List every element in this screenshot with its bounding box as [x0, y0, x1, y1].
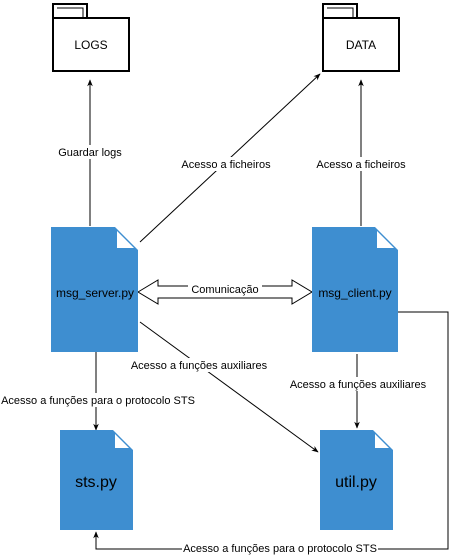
folder-label-logs: LOGS [74, 38, 107, 52]
edge-label-server-sts: Acesso a funções para o protocolo STS [1, 395, 195, 407]
folder-icon: DATA [322, 3, 400, 72]
edge-label-server-auxiliares: Acesso a funções auxiliares [131, 360, 268, 372]
folder-icon: LOGS [52, 3, 130, 72]
edge-client-data: Acesso a ficheiros [314, 79, 410, 226]
edge-label-server-ficheiros: Acesso a ficheiros [181, 159, 271, 171]
edge-server-data: Acesso a ficheiros [139, 73, 321, 243]
node-util: util.py [335, 474, 377, 491]
edge-communication: Comunicação [137, 279, 313, 305]
document-icon: util.py [320, 430, 393, 530]
edge-client-sts: Acesso a funções para o protocolo STS [93, 311, 449, 555]
node-msg-client: msg_client.py [318, 286, 391, 300]
document-icon: sts.py [60, 430, 133, 530]
node-sts: sts.py [75, 474, 117, 491]
edge-server-logs: Guardar logs [52, 79, 128, 226]
edge-label-client-ficheiros: Acesso a ficheiros [316, 159, 406, 171]
folder-label-data: DATA [346, 38, 376, 52]
edge-client-util: Acesso a funções auxiliares [287, 354, 429, 429]
edge-label-client-auxiliares: Acesso a funções auxiliares [290, 379, 427, 391]
node-msg-server: msg_server.py [56, 286, 134, 300]
edge-server-sts: Acesso a funções para o protocolo STS [1, 352, 195, 431]
document-icon: msg_server.py [51, 227, 138, 352]
document-icon: msg_client.py [312, 227, 398, 352]
edge-label-client-sts: Acesso a funções para o protocolo STS [183, 543, 377, 555]
edge-server-util: Acesso a funções auxiliares [128, 321, 319, 453]
edge-label-comunicacao: Comunicação [191, 284, 258, 296]
edge-label-guardar-logs: Guardar logs [58, 147, 122, 159]
